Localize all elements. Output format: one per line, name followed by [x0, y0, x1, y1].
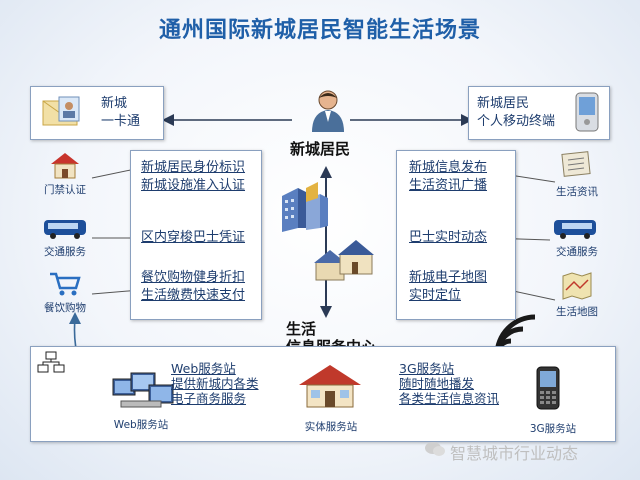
watermark-text: 智慧城市行业动态: [450, 444, 579, 463]
mobile-label-1: 新城居民: [477, 96, 530, 111]
left-icon-label-1: 门禁认证: [44, 184, 86, 196]
wechat-icon: [424, 440, 446, 458]
left-icon-label-2: 交通服务: [44, 246, 86, 258]
bus-icon: [42, 218, 88, 240]
houses-icon: [312, 236, 382, 286]
network-icon: [37, 351, 65, 373]
resident-icon: [308, 88, 348, 132]
g3-desc-line-2: 随时随地播发: [399, 376, 475, 391]
web-desc-line-1: Web服务站: [171, 361, 236, 376]
card-service-3b: 生活缴费快速支付: [141, 288, 246, 303]
physical-station-icon: [297, 363, 363, 409]
card-service-1a: 新城居民身份标识: [141, 160, 246, 175]
buildings-icon: [276, 178, 332, 232]
mobile-terminal-panel: 新城居民 个人移动终端: [468, 86, 610, 140]
mobile-service-3b: 实时定位: [409, 288, 462, 303]
shopping-cart-icon: [48, 270, 82, 298]
mobile-service-3a: 新城电子地图: [409, 270, 488, 285]
right-icon-label-1: 生活资讯: [556, 186, 598, 198]
map-icon: [560, 270, 594, 300]
web-station-label: Web服务站: [113, 419, 169, 431]
card-services-panel: 新城居民身份标识 新城设施准入认证 区内穿梭巴士凭证 餐饮购物健身折扣 生活缴费…: [130, 150, 262, 320]
bus-icon-right: [552, 218, 598, 240]
right-icon-label-2: 交通服务: [556, 246, 598, 258]
web-station-desc: Web服务站 提供新城内各类 电子商务服务: [171, 361, 259, 406]
left-icon-label-3: 餐饮购物: [44, 302, 86, 314]
card-label-2: 一卡通: [101, 114, 141, 129]
card-icon: [41, 95, 83, 129]
page-title: 通州国际新城居民智能生活场景: [158, 18, 481, 43]
mobile-service-1a: 新城信息发布: [409, 160, 488, 175]
g3-desc-line-1: 3G服务站: [399, 361, 455, 376]
newspaper-icon: [560, 150, 592, 180]
right-icon-label-3: 生活地图: [556, 306, 598, 318]
web-desc-line-3: 电子商务服务: [171, 391, 247, 406]
web-desc-line-2: 提供新城内各类: [171, 376, 259, 391]
mobile-service-2: 巴士实时动态: [409, 230, 488, 245]
card-service-3a: 餐饮购物健身折扣: [141, 270, 246, 285]
card-service-1b: 新城设施准入认证: [141, 178, 246, 193]
physical-station-label: 实体服务站: [304, 421, 358, 433]
mobile-label-2: 个人移动终端: [477, 114, 556, 129]
smart-card-panel: 新城 一卡通: [30, 86, 164, 140]
service-stations-panel: Web服务站 Web服务站 提供新城内各类 电子商务服务 实体服务站 3G服务站…: [30, 346, 616, 442]
access-control-icon: [48, 150, 82, 180]
resident-label: 新城居民: [290, 140, 351, 158]
g3-station-label: 3G服务站: [529, 423, 577, 435]
g3-desc-line-3: 各类生活信息资讯: [399, 391, 500, 406]
g3-station-desc: 3G服务站 随时随地播发 各类生活信息资讯: [399, 361, 499, 406]
mobile-phone-icon: [535, 365, 561, 411]
pda-icon: [573, 91, 601, 133]
card-service-2: 区内穿梭巴士凭证: [141, 230, 246, 245]
web-station-computers-icon: [111, 371, 175, 411]
card-label-1: 新城: [101, 96, 128, 111]
mobile-services-panel: 新城信息发布 生活资讯广播 巴士实时动态 新城电子地图 实时定位: [396, 150, 516, 320]
service-center-label-1: 生活: [286, 320, 317, 338]
mobile-service-1b: 生活资讯广播: [409, 178, 488, 193]
